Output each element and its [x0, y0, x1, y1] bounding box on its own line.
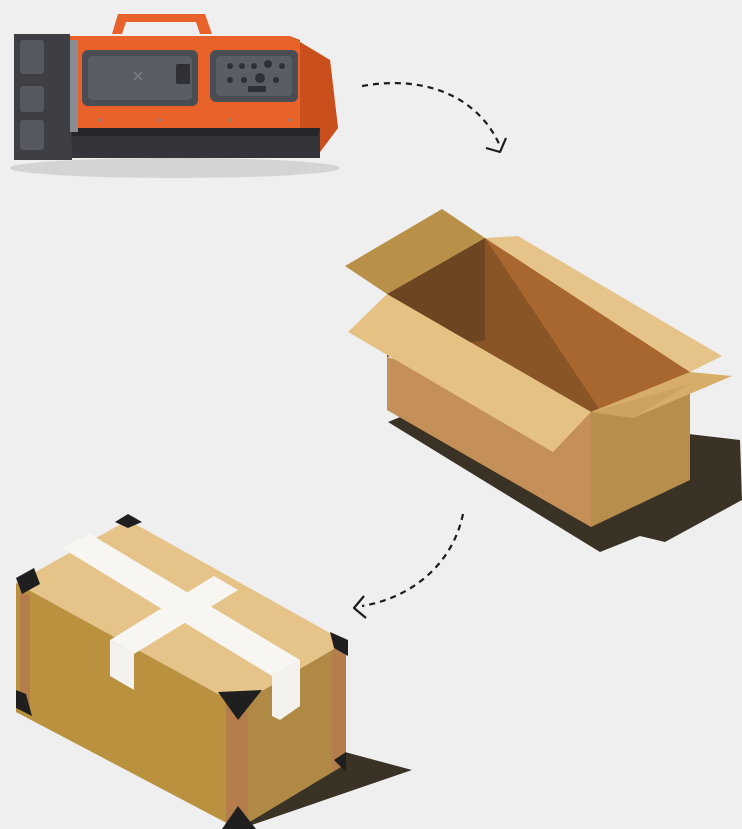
arrow-device-to-box [362, 83, 506, 152]
arrow-box-to-sealed [354, 514, 463, 618]
device-icon [10, 14, 340, 178]
open-box-icon [345, 209, 742, 552]
sealed-box-icon [16, 514, 412, 829]
